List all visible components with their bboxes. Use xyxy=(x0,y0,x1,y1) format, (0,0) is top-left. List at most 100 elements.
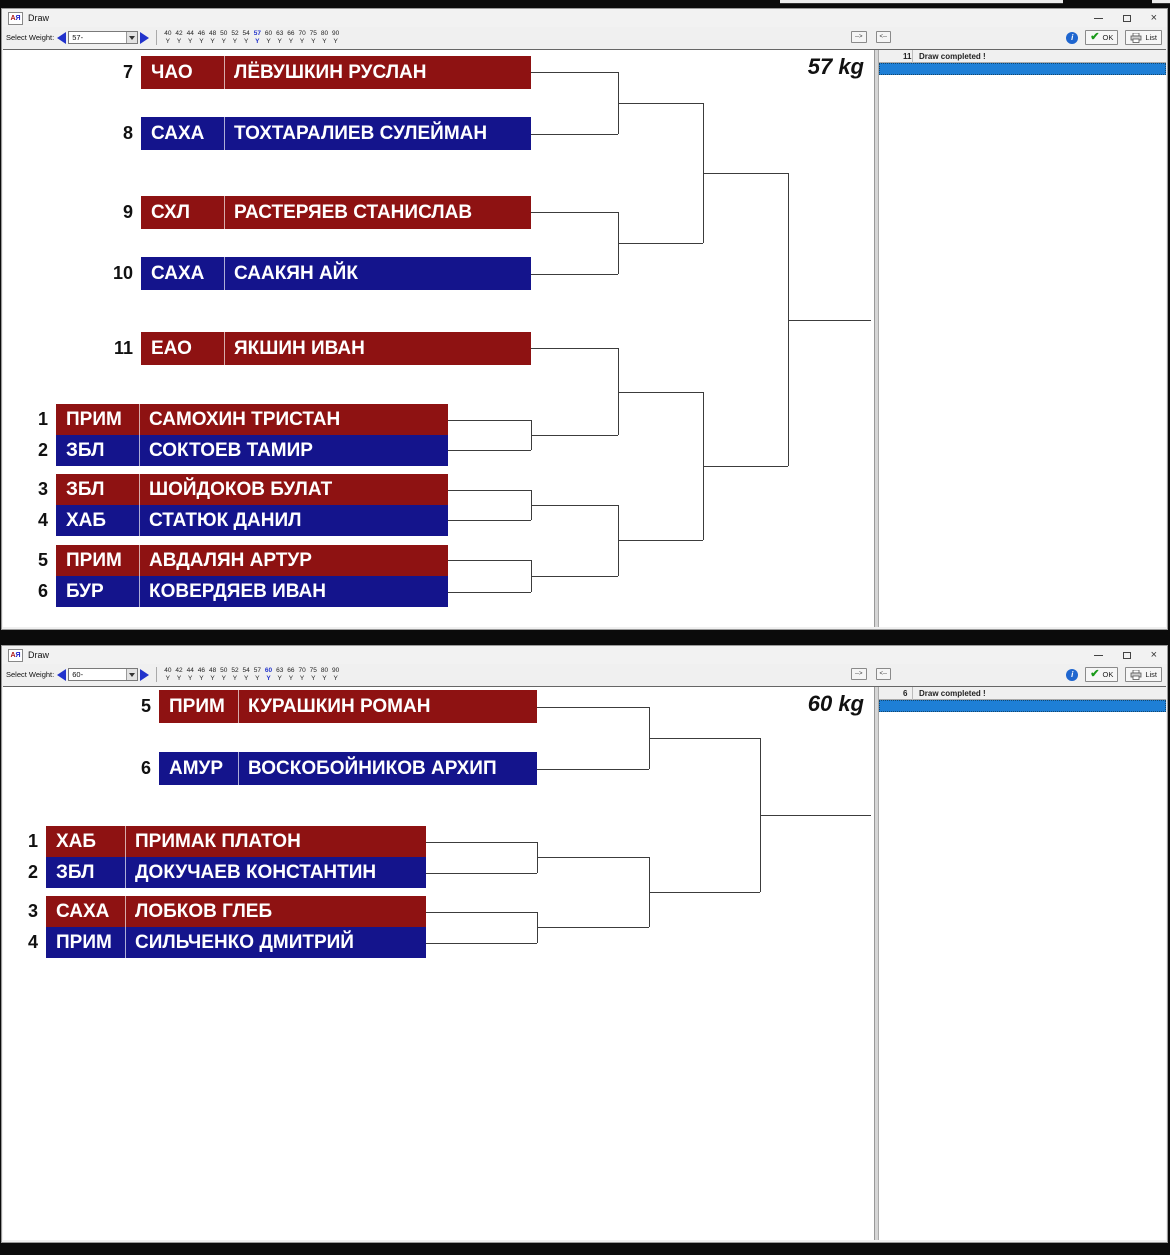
bracket-line xyxy=(531,134,618,135)
window-title: Draw xyxy=(28,13,50,23)
bracket-line xyxy=(618,348,619,435)
bracket-line xyxy=(448,560,531,561)
bracket-line xyxy=(537,927,649,928)
bracket-line xyxy=(531,576,618,577)
bracket-line xyxy=(448,450,531,451)
seed-number: 6 xyxy=(140,757,151,778)
previous-weight-arrow-button[interactable] xyxy=(57,668,67,681)
entry-count: 11 xyxy=(879,49,913,63)
next-weight-arrow-button[interactable] xyxy=(140,668,150,681)
close-button[interactable]: × xyxy=(1150,649,1157,661)
dropdown-arrow-button[interactable] xyxy=(126,32,138,43)
weight-dropdown[interactable]: 57- xyxy=(68,31,139,44)
previous-weight-arrow-button[interactable] xyxy=(57,31,67,44)
entry-region: ПРИМ xyxy=(46,927,126,958)
entry-name: СААКЯН АЙК xyxy=(234,262,358,284)
seed-number: 2 xyxy=(27,861,38,882)
nav-back-button[interactable]: <-- xyxy=(875,31,891,43)
title-bar[interactable]: АЯ Draw × xyxy=(2,646,1167,664)
dropdown-arrow-button[interactable] xyxy=(126,669,138,680)
info-icon[interactable]: i xyxy=(1066,668,1079,681)
ok-button[interactable]: ✔OK xyxy=(1085,30,1119,45)
weight-dropdown[interactable]: 60- xyxy=(68,668,139,681)
close-button[interactable]: × xyxy=(1150,12,1157,24)
bracket-line xyxy=(426,943,537,944)
bracket-line xyxy=(531,435,618,436)
list-button[interactable]: List xyxy=(1125,667,1162,682)
maximize-button[interactable] xyxy=(1122,651,1131,659)
nav-forward-button[interactable]: --> xyxy=(851,668,867,680)
entry-name: ВОСКОБОЙНИКОВ АРХИП xyxy=(248,757,497,779)
nav-back-button[interactable]: <-- xyxy=(875,668,891,680)
entry-region: ПРИМ xyxy=(56,404,140,435)
title-bar[interactable]: АЯ Draw × xyxy=(2,9,1167,27)
next-weight-arrow-button[interactable] xyxy=(140,31,150,44)
nav-forward-button[interactable]: --> xyxy=(851,31,867,43)
selected-status-row[interactable] xyxy=(879,700,1166,712)
ok-button[interactable]: ✔OK xyxy=(1085,667,1119,682)
maximize-button[interactable] xyxy=(1122,14,1131,22)
bracket-line xyxy=(703,173,788,174)
info-icon[interactable]: i xyxy=(1066,31,1079,44)
bracket-line xyxy=(788,173,789,466)
entry-name: СТАТЮК ДАНИЛ xyxy=(149,509,302,531)
minimize-button[interactable] xyxy=(1093,654,1103,656)
minimize-button[interactable] xyxy=(1093,17,1103,19)
bracket-line xyxy=(760,815,871,816)
selected-status-row[interactable] xyxy=(879,63,1166,75)
background-window-edge-segment xyxy=(1152,0,1170,4)
list-button[interactable]: List xyxy=(1125,30,1162,45)
bracket-line xyxy=(788,320,871,321)
